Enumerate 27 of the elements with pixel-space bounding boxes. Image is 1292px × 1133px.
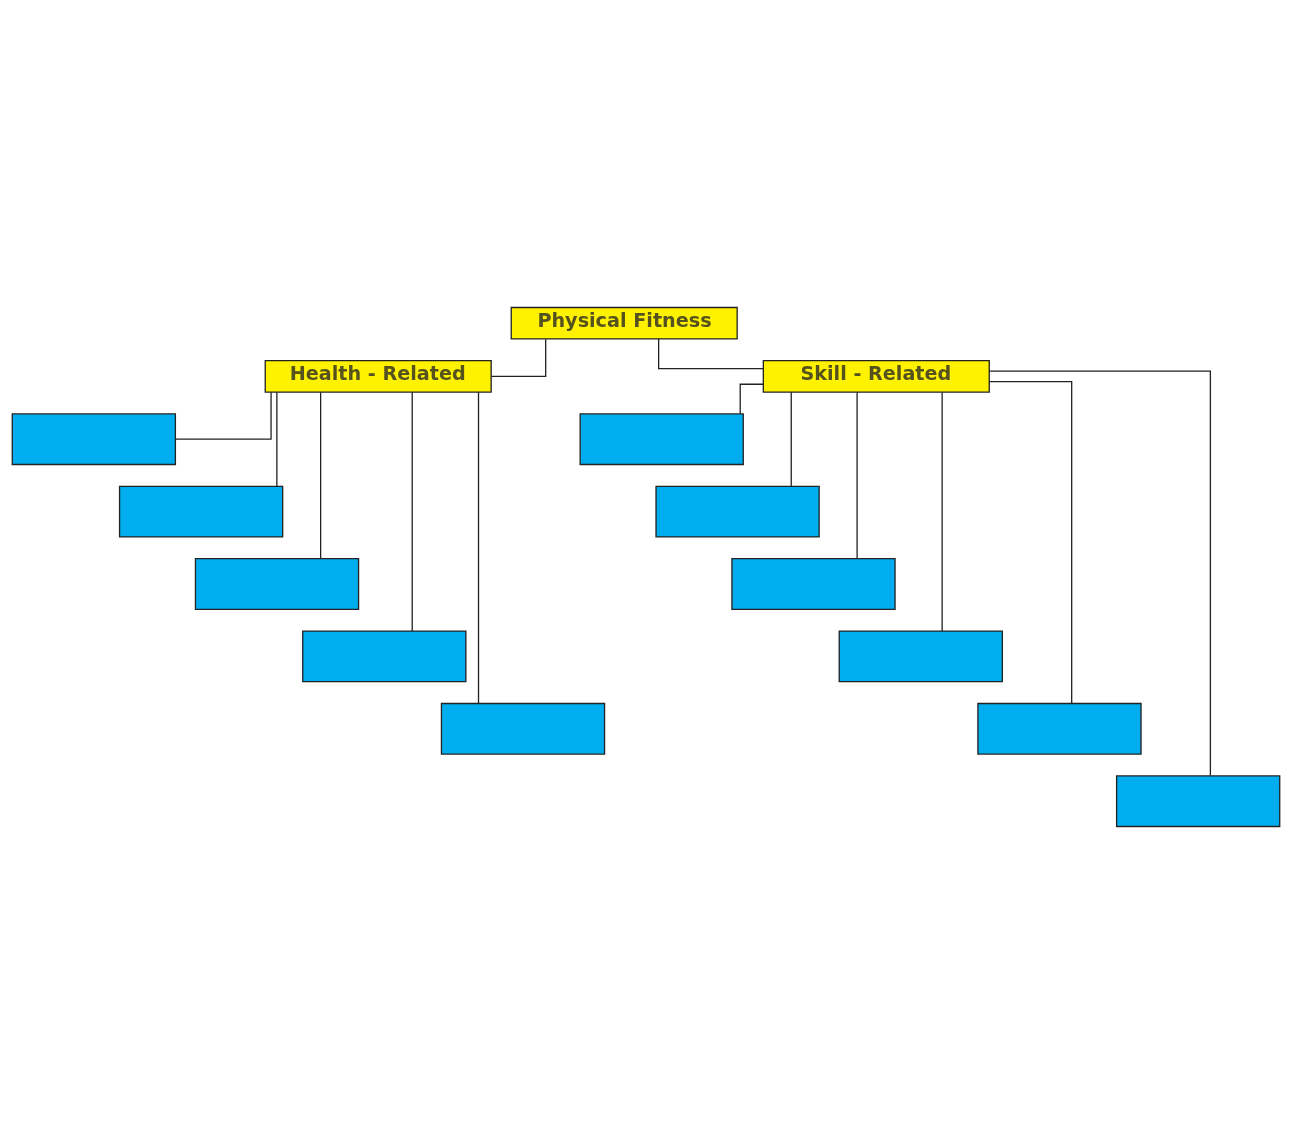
node-box: Health - Related bbox=[264, 359, 492, 393]
connector bbox=[790, 391, 792, 487]
node-box bbox=[302, 629, 467, 682]
connector bbox=[319, 391, 322, 559]
connector bbox=[276, 391, 278, 487]
node-box: Skill - Related bbox=[762, 359, 990, 393]
connector bbox=[856, 391, 858, 559]
node-box: Physical Fitness bbox=[510, 306, 738, 340]
node-box bbox=[838, 629, 1003, 682]
connector bbox=[739, 383, 764, 414]
connector bbox=[988, 380, 1073, 704]
node-box bbox=[579, 412, 744, 465]
node-box bbox=[655, 485, 820, 538]
connector bbox=[477, 391, 480, 704]
connector bbox=[941, 391, 943, 632]
connector bbox=[988, 370, 1212, 776]
node-box bbox=[194, 557, 360, 610]
connector bbox=[658, 337, 764, 369]
node-box bbox=[731, 557, 896, 610]
node-box bbox=[977, 702, 1142, 755]
node-box bbox=[1115, 774, 1281, 827]
node-box bbox=[118, 485, 284, 538]
node-box bbox=[440, 702, 606, 755]
connector bbox=[490, 338, 547, 377]
node-box bbox=[11, 412, 177, 465]
connector bbox=[411, 391, 413, 632]
connector bbox=[174, 391, 272, 440]
